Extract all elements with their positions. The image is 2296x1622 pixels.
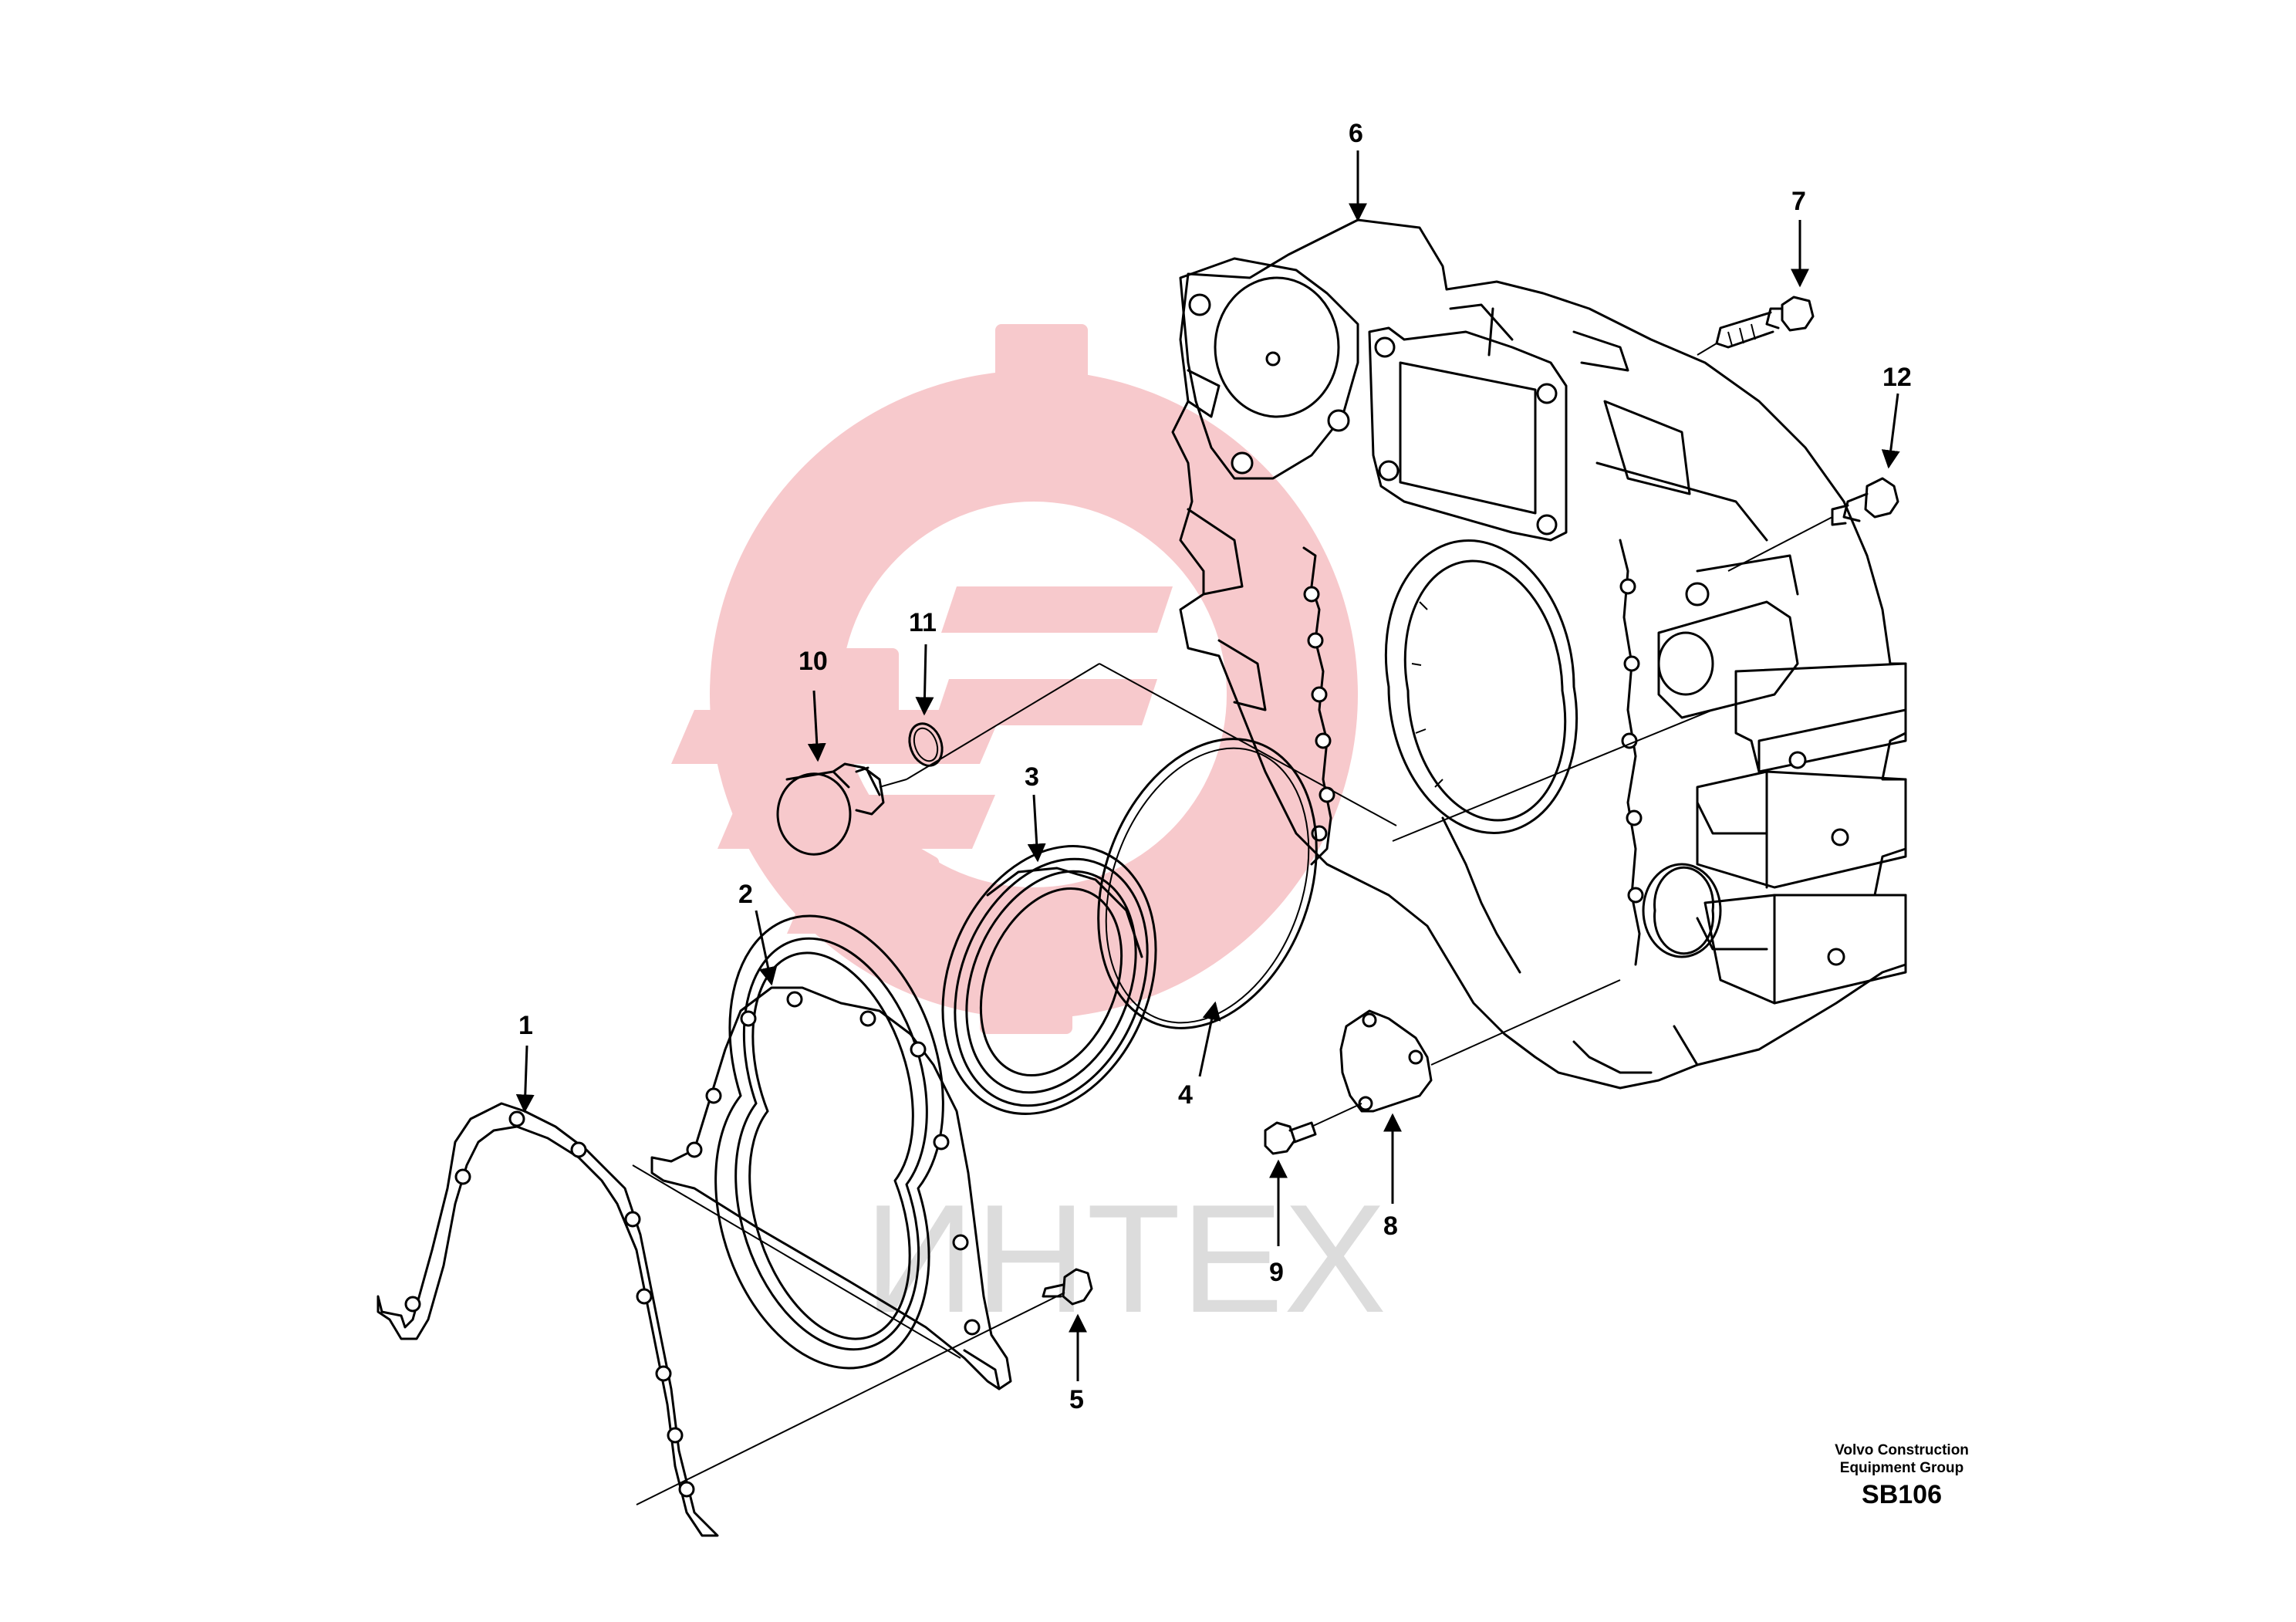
fitting-part-12	[1831, 477, 1899, 526]
o-ring-part-4	[1097, 738, 1318, 1029]
callout-10: 10	[799, 647, 828, 676]
callout-3: 3	[1025, 762, 1039, 792]
seal-housing-part-2	[650, 914, 1012, 1391]
callout-6: 6	[1349, 119, 1363, 148]
cover-plate-part-8	[1339, 1009, 1433, 1113]
assembly-lines	[632, 343, 1833, 1505]
footer-block: Volvo Construction Equipment Group SB106	[1835, 1442, 1969, 1509]
callout-9: 9	[1269, 1258, 1284, 1287]
watermark-text: ИНТЕХ	[864, 1173, 1386, 1345]
callout-4: 4	[1178, 1080, 1193, 1110]
callout-7: 7	[1791, 187, 1806, 216]
watermark-logo	[671, 324, 1358, 1034]
screw-part-9	[1264, 1121, 1317, 1155]
seal-ring-part-3	[941, 845, 1157, 1115]
gasket-part-1	[376, 1102, 719, 1537]
callout-leaders	[515, 150, 1900, 1381]
footer-company-line1: Volvo Construction	[1835, 1442, 1969, 1458]
callout-5: 5	[1069, 1385, 1084, 1414]
plug-part-10	[776, 762, 907, 856]
callout-labels: 1 2 3 4 5 6 7 8 9 10 11 12	[518, 119, 1912, 1414]
screw-part-5	[1042, 1268, 1093, 1306]
callout-1: 1	[518, 1011, 533, 1040]
callout-2: 2	[738, 880, 753, 909]
callout-12: 12	[1882, 363, 1912, 392]
bolt-part-7	[1715, 296, 1815, 349]
footer-diagram-code: SB106	[1862, 1480, 1942, 1509]
callout-11: 11	[909, 608, 937, 637]
callout-8: 8	[1383, 1211, 1398, 1241]
small-o-ring-part-11	[908, 722, 944, 767]
flywheel-housing	[1171, 218, 1907, 1090]
footer-company-line2: Equipment Group	[1840, 1460, 1963, 1476]
